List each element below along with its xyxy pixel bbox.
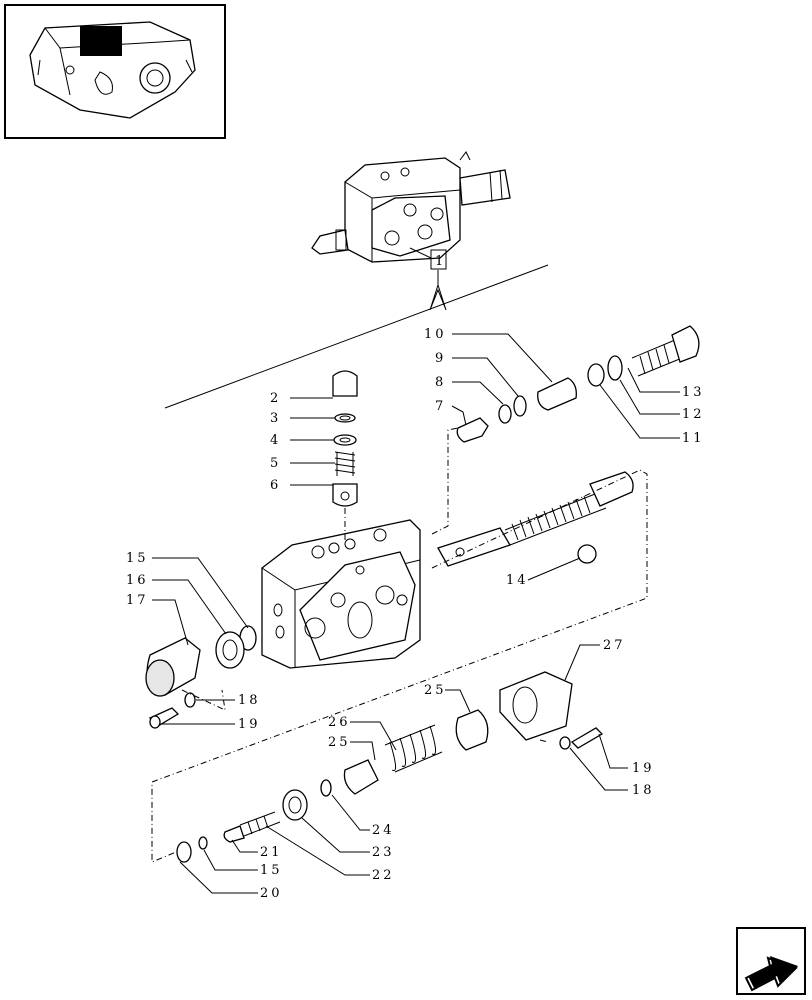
label-15-upper: 15: [126, 551, 149, 566]
label-11: 11: [682, 431, 705, 446]
label-6: 6: [270, 478, 281, 493]
assembled-valve-section: [311, 151, 511, 263]
next-page-button[interactable]: [736, 927, 806, 995]
left-cap-parts: [145, 625, 257, 729]
label-19-left: 19: [238, 717, 261, 732]
main-valve-body: [261, 519, 421, 669]
label-26: 26: [328, 715, 351, 730]
label-21: 21: [260, 845, 283, 860]
label-27: 27: [603, 638, 626, 653]
label-18-right: 18: [632, 783, 655, 798]
valve-assembly-thumbnail-icon: [29, 21, 196, 119]
section-callout: 1: [164, 247, 549, 409]
label-12: 12: [682, 407, 705, 422]
label-14: 14: [506, 573, 529, 588]
label-10: 10: [424, 327, 447, 342]
part-labels: 2 3 4 5 6 7 8 9 10 11 12 13 14 15 16 17 …: [126, 327, 705, 901]
label-2: 2: [270, 391, 281, 406]
label-13: 13: [682, 385, 705, 400]
label-20: 20: [260, 886, 283, 901]
label-9: 9: [435, 351, 446, 366]
leader-lines: [152, 333, 680, 894]
label-8: 8: [435, 375, 446, 390]
label-15-lower: 15: [260, 863, 283, 878]
label-18-left: 18: [238, 693, 261, 708]
label-25-lower: 25: [328, 735, 351, 750]
poppet-valve-parts: [332, 370, 358, 507]
spool: [437, 471, 634, 567]
label-4: 4: [270, 433, 281, 448]
label-5: 5: [270, 456, 281, 471]
relief-valve-parts: [456, 325, 700, 443]
label-17: 17: [126, 593, 149, 608]
label-19-right: 19: [632, 761, 655, 776]
callout-box-number: 1: [435, 254, 443, 269]
label-24: 24: [372, 823, 395, 838]
assembly-dashed-paths: [151, 427, 648, 863]
label-7: 7: [435, 399, 446, 414]
label-16: 16: [126, 573, 149, 588]
label-23: 23: [372, 845, 395, 860]
label-3: 3: [270, 411, 281, 426]
label-25-upper: 25: [424, 683, 447, 698]
label-22: 22: [372, 868, 395, 883]
next-page-arrow-icon: [744, 956, 798, 992]
overview-thumbnail[interactable]: [4, 4, 226, 139]
lower-relief-parts: [176, 671, 604, 863]
